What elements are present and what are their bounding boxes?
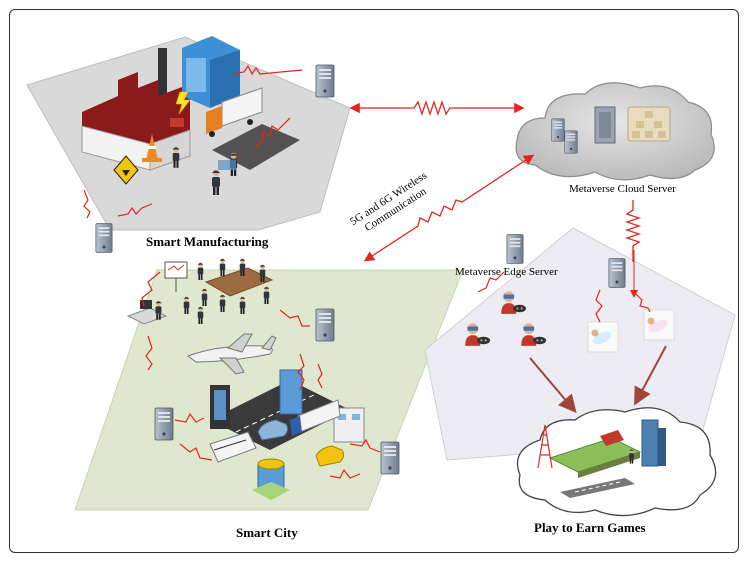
meeting-room-icon [164, 258, 274, 324]
edge-server-label: Metaverse Edge Server [455, 266, 558, 278]
link-cloud-edge [624, 200, 642, 262]
workstation-icon [126, 300, 168, 325]
lightning-bolt-icon [175, 91, 191, 115]
edge-server-city-bottom [380, 441, 400, 475]
truck-icon [206, 87, 263, 137]
link-city-cloud [363, 154, 535, 262]
server-rack-icon [594, 106, 616, 144]
edge-server-city-left [154, 407, 174, 441]
diagram-frame [9, 9, 739, 553]
play-to-earn-cloud [516, 407, 717, 517]
arrow-gamers-to-games [529, 357, 577, 414]
toolbox-icon [170, 118, 184, 127]
metaverse-edge-server-icon [506, 234, 524, 264]
taxi-icon [315, 445, 345, 467]
link-manufacturing-cloud [349, 99, 525, 117]
metaverse-cloud [515, 82, 715, 181]
warning-sign-icon [113, 155, 139, 185]
vr-player-icon-2 [643, 309, 675, 341]
edge-server-manufacturing-top [315, 64, 335, 98]
round-building-icon [252, 458, 290, 500]
cloud-server-label: Metaverse Cloud Server [569, 183, 676, 195]
edge-server-games [608, 258, 626, 288]
office-building-icon [182, 36, 240, 108]
edge-server-city-right [315, 308, 335, 342]
server-stack-icon [627, 106, 671, 142]
vr-player-icon-1 [587, 321, 619, 353]
wireless-links-manufacturing [83, 64, 303, 219]
delivery-truck-icon [290, 399, 341, 436]
smart-city-label: Smart City [236, 525, 298, 540]
traffic-cone-icon [142, 134, 162, 162]
airplane-icon [186, 333, 277, 375]
wireless-links-edge [477, 271, 651, 323]
bus-icon [209, 431, 257, 463]
play-to-earn-label: Play to Earn Games [534, 520, 646, 535]
building-icon [641, 419, 659, 467]
car-icon [257, 419, 289, 441]
arrow-vr-to-games [634, 345, 667, 406]
edge-server-manufacturing-bottom [95, 223, 113, 253]
smart-city-zone [74, 269, 464, 511]
skyscraper-icon [279, 369, 303, 415]
tower-icon [537, 424, 553, 469]
smart-manufacturing-label: Smart Manufacturing [146, 234, 269, 249]
wireless-links-city [141, 271, 381, 479]
